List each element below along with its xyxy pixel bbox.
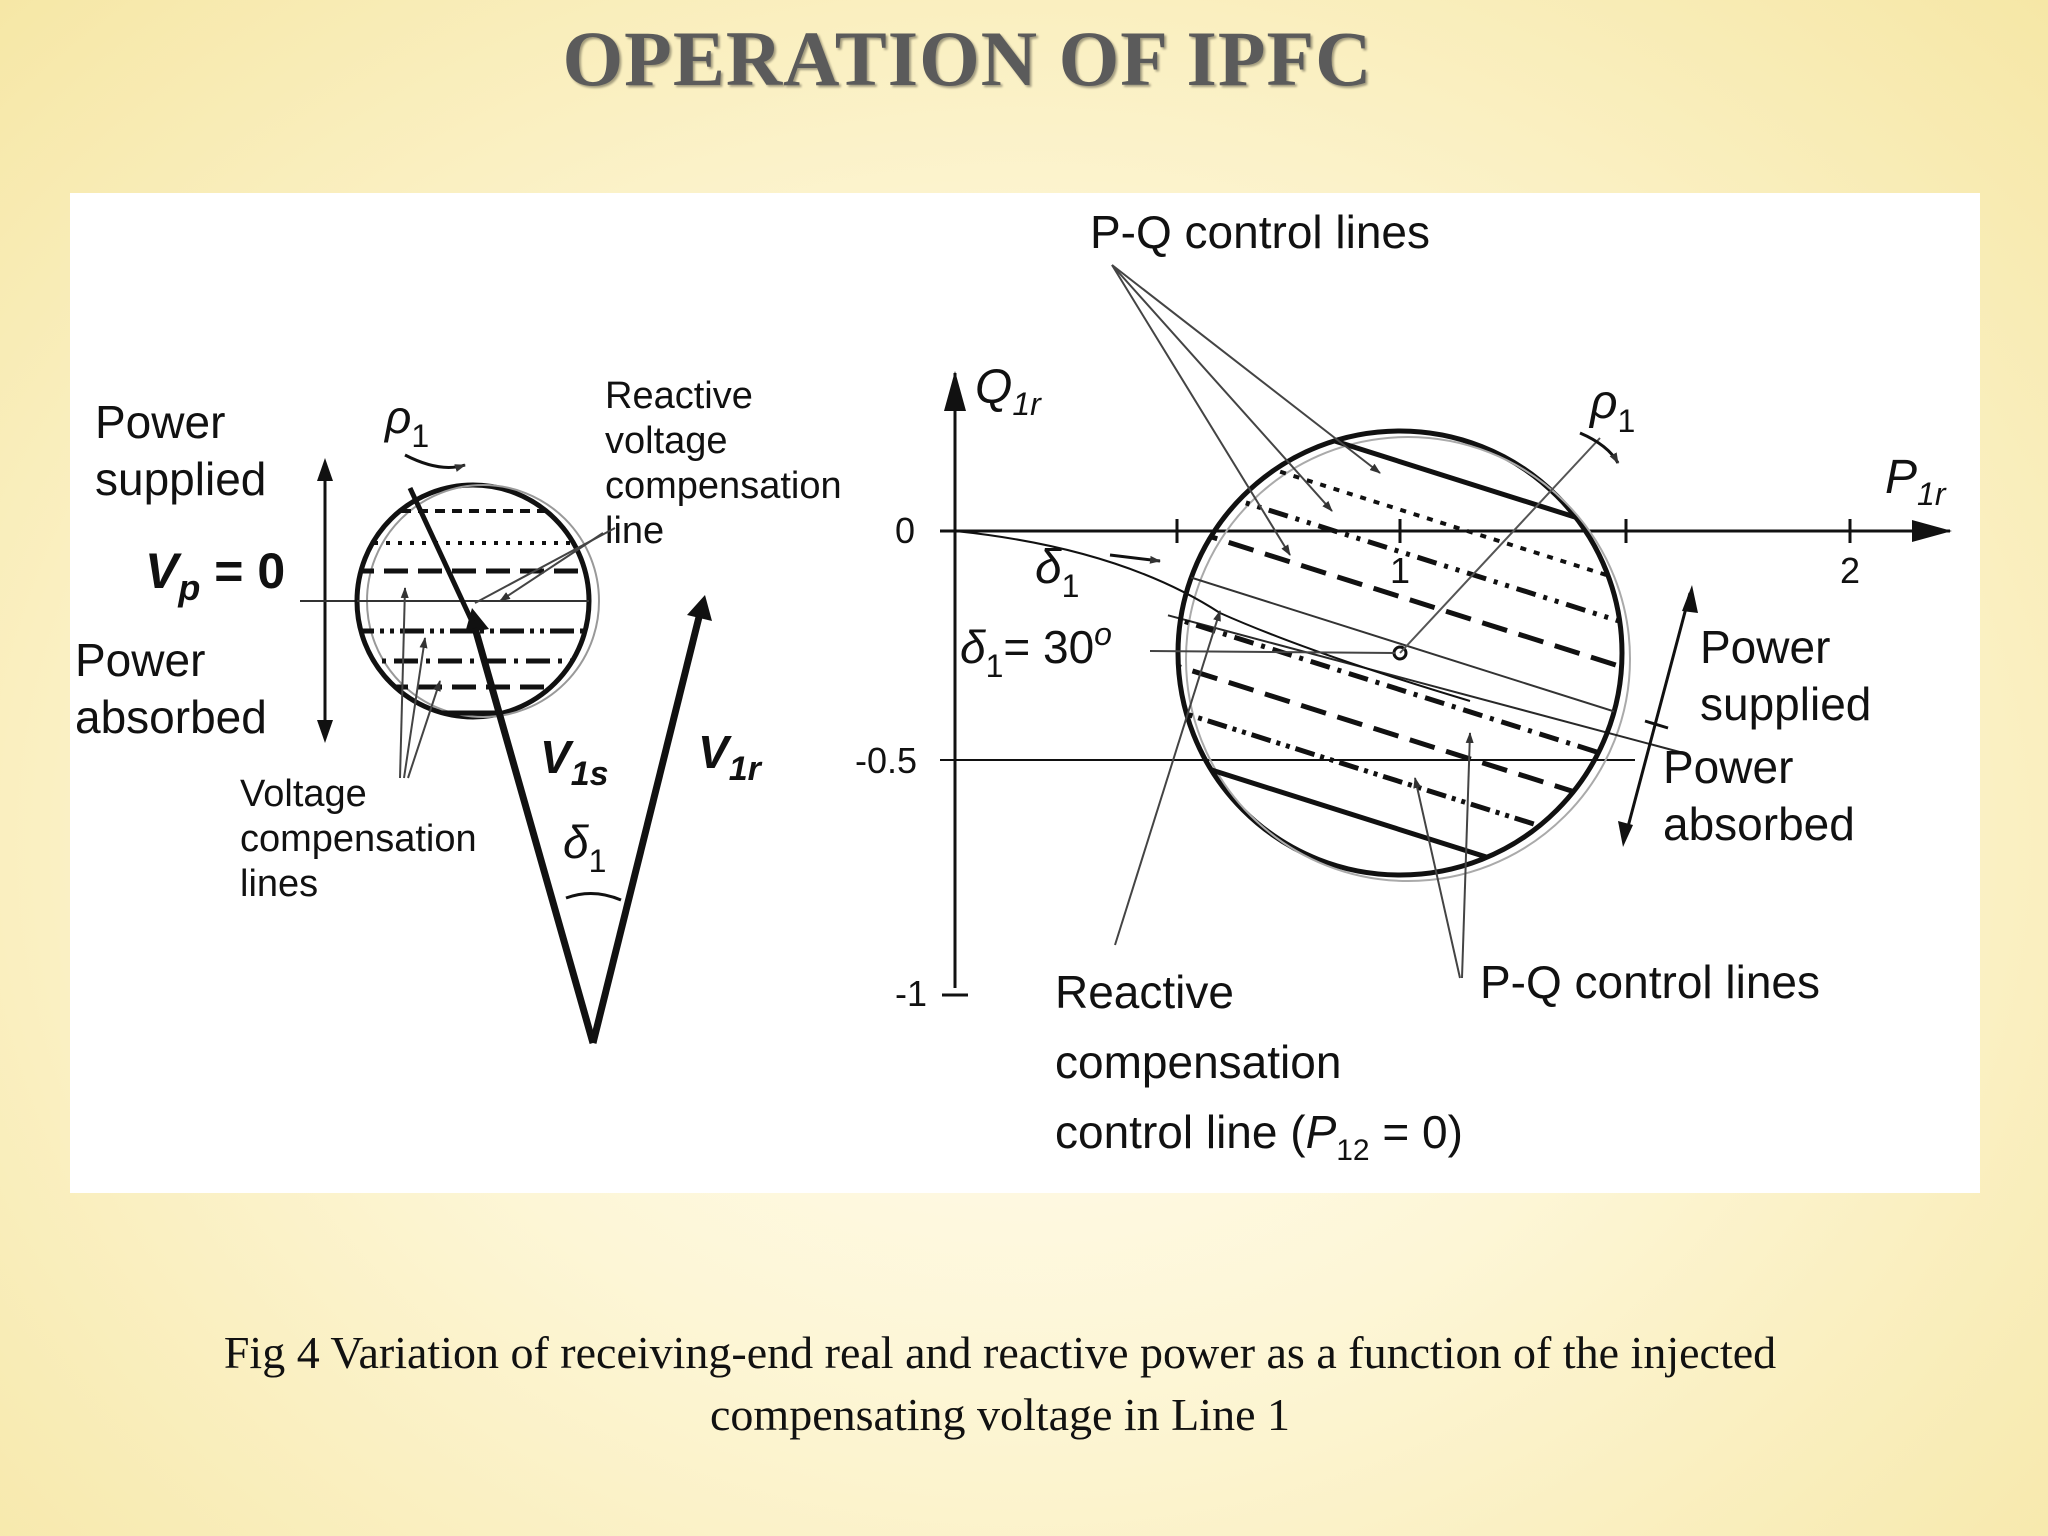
right-power-supplied-line1: Power xyxy=(1700,621,1830,673)
y-tick-0: 0 xyxy=(895,510,915,551)
left-rho-label: ρ1 xyxy=(383,391,429,454)
pq-control-lines-bottom-label: P-Q control lines xyxy=(1480,956,1820,1008)
arrow-up-right-icon xyxy=(1682,585,1698,613)
arrow-down-left-icon xyxy=(1618,821,1633,847)
left-power-supplied-line1: Power xyxy=(95,396,225,448)
right-power-absorbed-line2: absorbed xyxy=(1663,798,1855,850)
figure-panel: Power supplied Power absorbed Vp = 0 ρ1 xyxy=(70,193,1980,1193)
right-pq-plane: 1 2 0 -0.5 -1 Q1r P1r ρ1 xyxy=(855,206,1952,1167)
control-line-p12-label: control line (P12 = 0) xyxy=(1055,1106,1463,1167)
v1s-label: V1s xyxy=(540,731,609,793)
x-tick-2: 2 xyxy=(1840,550,1860,591)
arrow-up-icon xyxy=(317,458,333,481)
ipfc-diagram: Power supplied Power absorbed Vp = 0 ρ1 xyxy=(75,206,1952,1167)
left-power-absorbed-line2: absorbed xyxy=(75,691,267,743)
v1r-phasor xyxy=(589,612,704,1044)
right-rho-label: ρ1 xyxy=(1588,376,1635,439)
delta-equals-30-label: δ1= 30o xyxy=(960,616,1112,684)
reactive-comp-label-1: Reactive xyxy=(1055,966,1234,1018)
v1s-phasor xyxy=(471,627,597,1044)
q-axis-label: Q1r xyxy=(975,361,1042,422)
left-power-supplied-line2: supplied xyxy=(95,453,266,505)
reactive-comp-label-2: compensation xyxy=(1055,1036,1341,1088)
reactive-voltage-comp-label-4: line xyxy=(605,510,664,552)
caption-line-1: Fig 4 Variation of receiving-end real an… xyxy=(223,1327,1777,1378)
vp-equals-zero-label: Vp = 0 xyxy=(145,543,285,608)
y-tick-neg-1: -1 xyxy=(895,973,927,1014)
right-compensation-circle xyxy=(1175,428,1625,878)
reactive-voltage-comp-label-3: compensation xyxy=(605,465,842,507)
caption-line-2: compensating voltage in Line 1 xyxy=(710,1389,1290,1440)
right-power-absorbed-line1: Power xyxy=(1663,741,1793,793)
y-tick-neg-half: -0.5 xyxy=(855,740,917,781)
voltage-comp-lines-label-3: lines xyxy=(240,863,318,905)
v1r-label: V1r xyxy=(698,726,763,788)
voltage-comp-lines-label-1: Voltage xyxy=(240,773,367,815)
reactive-voltage-comp-label-2: voltage xyxy=(605,420,728,462)
reactive-voltage-comp-label-1: Reactive xyxy=(605,375,753,417)
left-phasor-diagram: Power supplied Power absorbed Vp = 0 ρ1 xyxy=(75,375,842,1044)
arrow-down-icon xyxy=(317,720,333,743)
slide-title: OPERATION OF IPFC xyxy=(562,15,1373,102)
left-delta-label: δ1 xyxy=(563,816,606,879)
right-power-supplied-line2: supplied xyxy=(1700,678,1871,730)
pq-control-lines-top-label: P-Q control lines xyxy=(1090,206,1430,258)
left-delta-arc xyxy=(565,892,622,902)
x-tick-1: 1 xyxy=(1390,550,1410,591)
voltage-comp-lines-label-2: compensation xyxy=(240,818,477,860)
figure-caption: Fig 4 Variation of receiving-end real an… xyxy=(100,1322,1900,1446)
right-delta-label: δ1 xyxy=(1035,541,1079,604)
right-supplied-absorbed-arrow xyxy=(1623,592,1692,839)
p-axis-label: P1r xyxy=(1885,451,1947,512)
left-power-absorbed-line1: Power xyxy=(75,634,205,686)
